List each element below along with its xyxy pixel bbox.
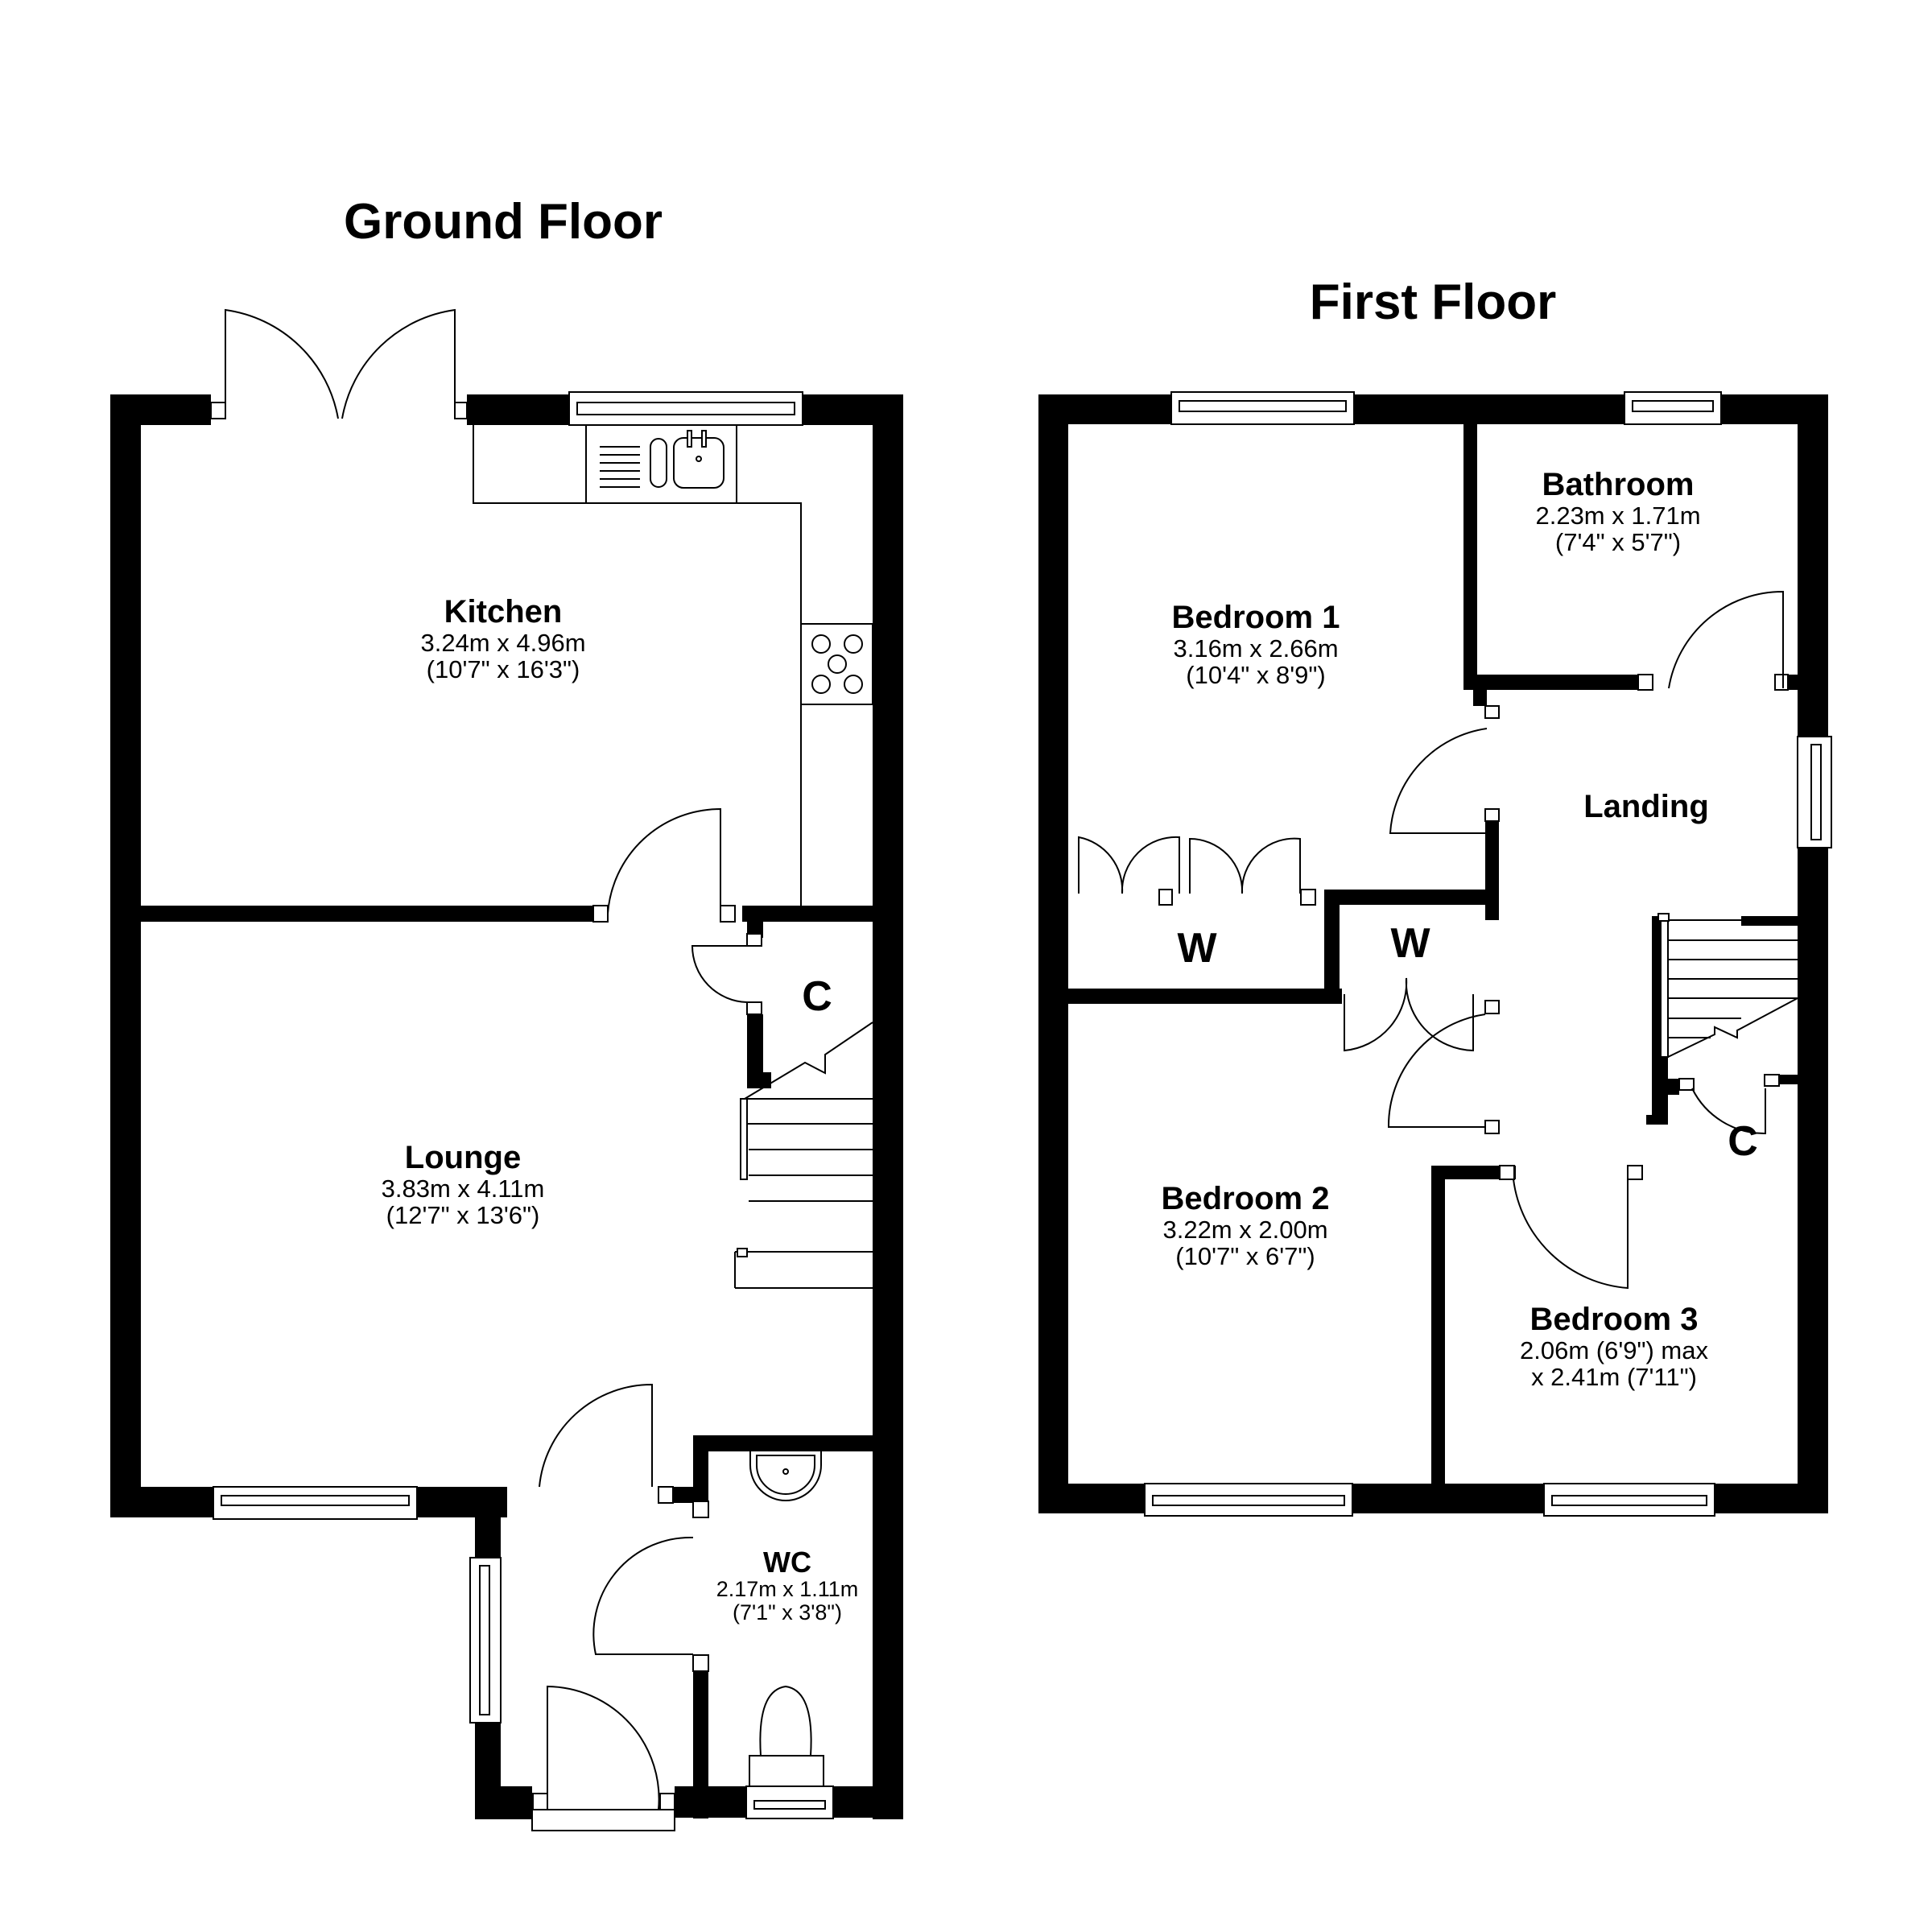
room-name: Bedroom 1 [1171,600,1340,635]
room-name: Bedroom 2 [1161,1181,1330,1216]
room-bedroom-2: Bedroom 2 3.22m x 2.00m (10'7" x 6'7") [1162,1181,1330,1269]
room-dimensions-imperial: (10'7" x 16'3") [426,655,580,683]
hob-icon [800,623,873,705]
bedroom-3-door [1513,1179,1629,1290]
room-bedroom-3: Bedroom 3 2.06m (6'9") max x 2.41m (7'11… [1520,1302,1708,1390]
room-dimensions-imperial: x 2.41m (7'11") [1531,1363,1697,1391]
room-lounge: Lounge 3.83m x 4.11m (12'7" x 13'6") [382,1140,545,1228]
room-name: Kitchen [444,594,563,630]
room-name: Bedroom 3 [1530,1302,1699,1337]
room-bedroom-1: Bedroom 1 3.16m x 2.66m (10'4" x 8'9") [1172,600,1340,688]
room-dimensions-imperial: (7'4" x 5'7") [1554,528,1682,556]
room-kitchen: Kitchen 3.24m x 4.96m (10'7" x 16'3") [420,594,585,683]
room-dimensions-imperial: (7'1" x 3'8") [732,1600,843,1624]
french-door-left [225,308,339,419]
bedroom-1-door [1389,728,1488,834]
cupboard-label-first-floor: C [1728,1118,1758,1165]
room-dimensions-metric: 2.17m x 1.11m [716,1577,859,1601]
room-dimensions-metric: 3.83m x 4.11m [381,1174,545,1203]
landing-cupboard-door [1691,1088,1766,1135]
sink-icon [600,430,724,489]
first-floor-walls [1038,394,1828,1513]
ground-floor-stairs [734,1022,873,1289]
room-wc: WC 2.17m x 1.11m (7'1" x 3'8") [716,1547,859,1624]
room-bathroom: Bathroom 2.23m x 1.71m (7'4" x 5'7") [1535,467,1700,555]
room-dimensions-imperial: (10'4" x 8'9") [1186,661,1326,689]
wardrobe-label-landing: W [1390,920,1430,967]
room-dimensions-imperial: (12'7" x 13'6") [386,1201,540,1229]
wardrobe-1-doors [1078,836,1301,894]
cupboard-door [691,945,748,1003]
basin-icon [749,1451,822,1501]
ground-floor-door-jambs [210,402,762,1810]
room-landing: Landing [1583,789,1709,824]
toilet-icon [749,1685,824,1787]
room-dimensions-metric: 2.23m x 1.71m [1535,502,1701,530]
front-door [547,1685,660,1810]
room-name: Landing [1583,789,1709,824]
ground-floor-title: Ground Floor [343,194,663,250]
ground-floor-windows [213,391,834,1831]
room-dimensions-metric: 2.06m (6'9") max [1520,1336,1708,1364]
first-floor-windows [1144,391,1832,1517]
bathroom-door [1668,590,1784,689]
kitchen-door [607,807,721,914]
room-name: Bathroom [1542,467,1695,502]
french-door-right [341,308,456,419]
ground-floor-walls [110,394,903,1819]
first-floor-title: First Floor [1309,275,1557,330]
wardrobe-2-doors [1344,977,1474,1052]
first-floor-door-jambs [1158,674,1789,1180]
room-dimensions-imperial: (10'7" x 6'7") [1175,1242,1315,1270]
bedroom-2-door [1387,1013,1486,1128]
wardrobe-label-bedroom-1: W [1177,925,1217,972]
cupboard-label: C [802,973,832,1020]
wc-door [592,1536,694,1655]
room-name: Lounge [404,1140,522,1175]
room-dimensions-metric: 3.24m x 4.96m [420,629,586,657]
hall-door [539,1383,653,1488]
room-dimensions-metric: 3.16m x 2.66m [1173,634,1339,663]
first-floor-stairs [1657,913,1798,1058]
room-dimensions-metric: 3.22m x 2.00m [1162,1216,1328,1244]
room-name: WC [763,1546,811,1579]
